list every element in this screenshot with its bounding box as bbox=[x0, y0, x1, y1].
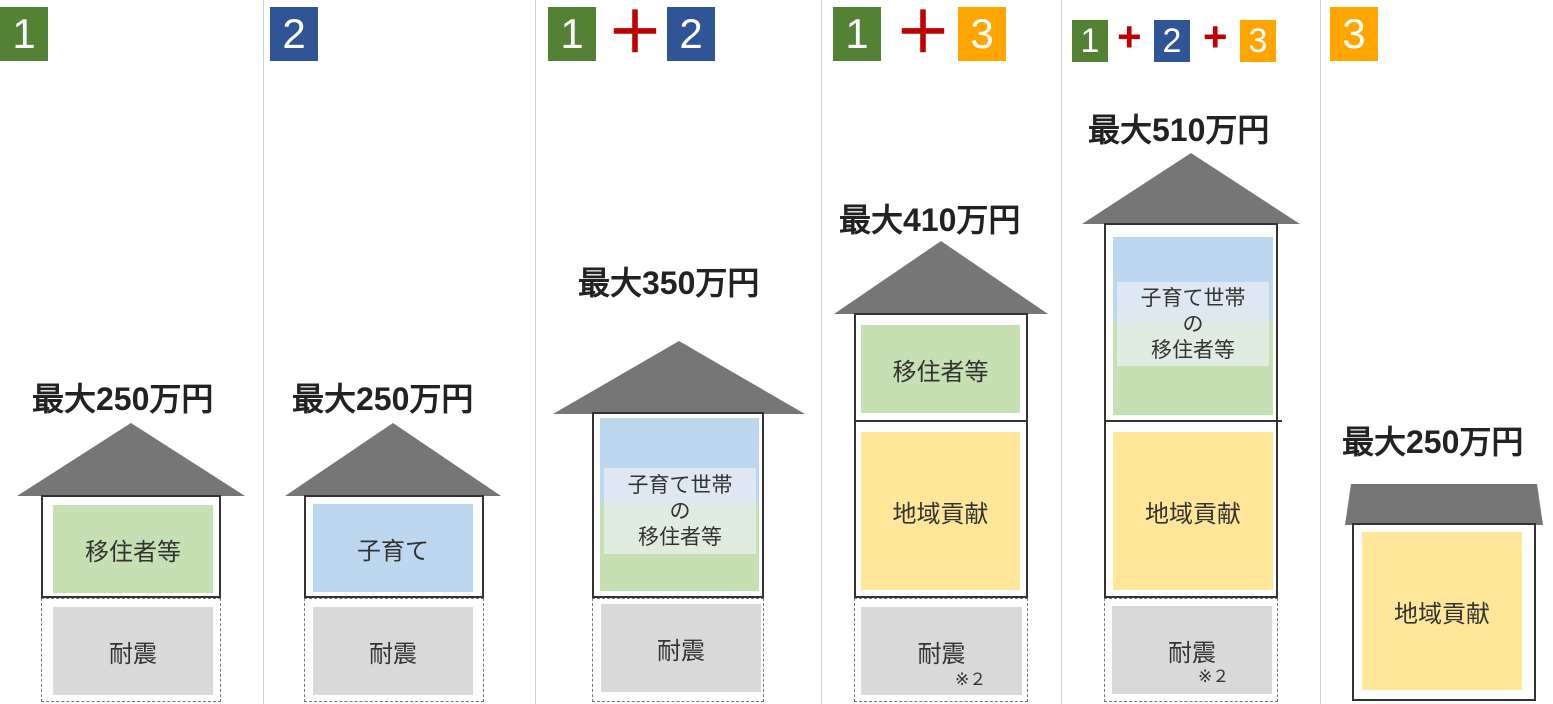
badge-2: 2 bbox=[667, 7, 715, 61]
badge-2: 2 bbox=[270, 7, 318, 61]
badge-3: 3 bbox=[1240, 20, 1276, 62]
house-frame bbox=[1104, 223, 1278, 598]
footnote-mark: ※２ bbox=[955, 670, 987, 690]
house-frame bbox=[304, 495, 484, 598]
plus-sign: ＋ bbox=[895, 1, 951, 64]
mixed-line-1: 子育て世帯 bbox=[627, 472, 733, 497]
max-amount: 最大250万円 bbox=[292, 381, 474, 417]
block-regional-contribution: 地域貢献 bbox=[1362, 532, 1522, 690]
block-migrant: 移住者等 bbox=[861, 325, 1020, 413]
badge-1: 1 bbox=[548, 7, 596, 61]
badge-1: 1 bbox=[0, 7, 48, 61]
mixed-line-2: の bbox=[669, 498, 691, 523]
column-separator bbox=[1061, 0, 1062, 704]
house-roof bbox=[285, 423, 501, 496]
mixed-line-3: 移住者等 bbox=[638, 525, 722, 550]
badge-3: 3 bbox=[1330, 7, 1378, 61]
column-separator bbox=[1320, 0, 1321, 704]
badge-1: 1 bbox=[1072, 20, 1108, 62]
block-seismic: 耐震 bbox=[313, 607, 473, 695]
floor-divider bbox=[854, 420, 1028, 422]
mixed-line-3: 移住者等 bbox=[1151, 338, 1235, 363]
house-frame bbox=[592, 412, 764, 598]
max-amount: 最大510万円 bbox=[1088, 112, 1270, 148]
mixed-line-2: の bbox=[1182, 311, 1204, 336]
floor-divider bbox=[1104, 420, 1282, 422]
house-frame bbox=[854, 313, 1028, 598]
block-seismic: 耐震 bbox=[1112, 606, 1272, 694]
column-separator bbox=[821, 0, 822, 704]
house-roof bbox=[834, 241, 1048, 314]
badge-3: 3 bbox=[958, 7, 1006, 61]
block-childcare-household-migrant: 子育て世帯 の 移住者等 bbox=[1117, 282, 1269, 366]
footnote-mark: ※２ bbox=[1198, 667, 1230, 687]
house-roof bbox=[1082, 153, 1300, 224]
house-roof bbox=[17, 423, 245, 496]
block-seismic: 耐震 bbox=[861, 607, 1022, 695]
foundation-frame bbox=[592, 598, 764, 702]
column-separator bbox=[535, 0, 536, 704]
max-amount: 最大250万円 bbox=[1342, 424, 1524, 460]
foundation-frame bbox=[1104, 598, 1278, 702]
house-frame bbox=[1352, 523, 1536, 701]
plus-sign: ＋ bbox=[607, 1, 663, 64]
block-migrant: 移住者等 bbox=[53, 505, 213, 593]
block-regional-contribution: 地域貢献 bbox=[861, 432, 1020, 590]
plus-sign: + bbox=[1203, 13, 1228, 60]
plus-sign: + bbox=[1117, 13, 1142, 60]
house-roof bbox=[1345, 484, 1543, 525]
block-regional-contribution: 地域貢献 bbox=[1113, 432, 1273, 590]
block-seismic: 耐震 bbox=[53, 607, 213, 695]
max-amount: 最大350万円 bbox=[578, 265, 760, 301]
block-childcare: 子育て bbox=[313, 504, 473, 592]
max-amount: 最大410万円 bbox=[839, 202, 1021, 238]
column-separator bbox=[263, 0, 264, 704]
badge-1: 1 bbox=[833, 7, 881, 61]
mixed-line-1: 子育て世帯 bbox=[1140, 285, 1246, 310]
max-amount: 最大250万円 bbox=[32, 381, 214, 417]
foundation-frame bbox=[854, 598, 1028, 702]
badge-2: 2 bbox=[1154, 20, 1190, 62]
block-childcare-household-migrant: 子育て世帯 の 移住者等 bbox=[604, 468, 756, 554]
foundation-frame bbox=[304, 598, 484, 702]
house-frame bbox=[41, 495, 221, 598]
foundation-frame bbox=[41, 598, 221, 702]
house-roof bbox=[553, 341, 805, 414]
block-seismic: 耐震 bbox=[601, 604, 761, 692]
